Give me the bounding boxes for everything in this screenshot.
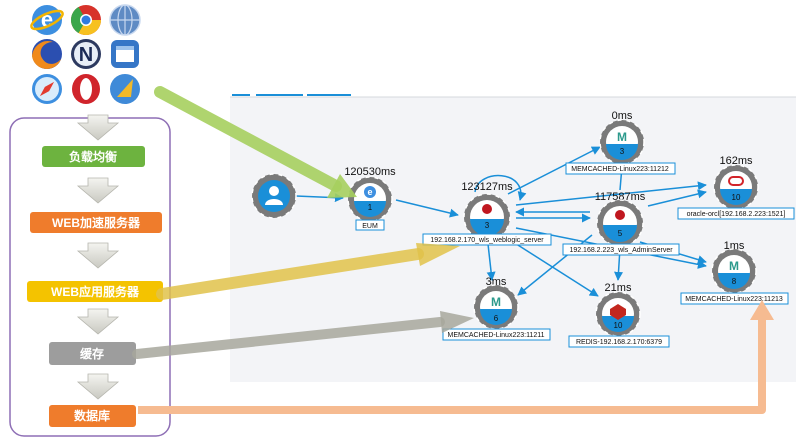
annotation-arrows xyxy=(132,86,774,414)
windows-browser-icon xyxy=(111,40,139,68)
arrow-green xyxy=(154,86,357,198)
ie-mobile-icon xyxy=(110,74,140,104)
node-memcached-right[interactable]: 1ms M 8 MEMCACHED-Linux223:11213 xyxy=(680,240,789,305)
node-count: 3 xyxy=(620,147,625,156)
node-weblogic[interactable]: 123127ms 3 192.168.2.170_wls_weblogic_se… xyxy=(422,181,552,246)
node-count: 8 xyxy=(732,277,737,286)
flow-chevrons xyxy=(76,114,120,400)
node-time: 117587ms xyxy=(595,191,646,203)
tier-web-app-server: WEB应用服务器 xyxy=(27,281,163,302)
oracle-icon xyxy=(728,176,744,186)
chevron-down-icon xyxy=(76,177,120,204)
redis-icon xyxy=(610,304,626,320)
node-label: 192.168.2.223_wls_AdminServer xyxy=(569,247,673,254)
chevron-down-icon xyxy=(76,308,120,335)
node-count: 5 xyxy=(618,229,623,238)
tier-label: 负载均衡 xyxy=(69,149,117,164)
tier-load-balancer: 负载均衡 xyxy=(42,146,145,167)
node-eum[interactable]: 120530ms e 1 EUM xyxy=(344,166,396,231)
edge-weblogic-self xyxy=(474,174,527,201)
memcached-icon: M xyxy=(491,295,501,309)
internet-explorer-icon: e xyxy=(364,186,376,198)
user-node[interactable] xyxy=(251,173,297,219)
weblogic-icon xyxy=(482,204,492,214)
edge-weblogic-mctop xyxy=(507,146,601,195)
chevron-down-icon xyxy=(76,373,120,400)
node-count: 10 xyxy=(732,193,741,202)
edge-weblogic-oracle xyxy=(515,181,707,206)
node-oracle[interactable]: 162ms 10 oracle-orcl[192.168.2.223:1521] xyxy=(677,155,795,220)
node-time: 123127ms xyxy=(461,181,513,193)
node-time: 120530ms xyxy=(344,166,396,178)
node-label: oracle-orcl[192.168.2.223:1521] xyxy=(687,211,786,218)
arrow-peach xyxy=(138,300,774,414)
tier-database: 数据库 xyxy=(49,405,136,427)
tier-label: WEB应用服务器 xyxy=(51,284,140,299)
firefox-icon xyxy=(32,39,62,69)
safari-icon xyxy=(32,74,62,104)
svg-text:N: N xyxy=(79,44,93,66)
node-time: 162ms xyxy=(719,155,753,167)
arrow-gray xyxy=(132,311,474,359)
node-label: MEMCACHED-Linux223:11213 xyxy=(685,296,783,303)
node-label: MEMCACHED-Linux223:11212 xyxy=(571,166,669,173)
node-count: 1 xyxy=(368,203,373,212)
tier-cache: 缓存 xyxy=(49,342,136,365)
node-count: 3 xyxy=(485,221,490,230)
tier-label: 缓存 xyxy=(80,346,104,361)
user-icon xyxy=(269,186,279,196)
globe-icon xyxy=(109,4,141,36)
node-label: REDIS-192.168.2.170:6379 xyxy=(576,339,662,346)
edge-weblogic-mcbottom xyxy=(486,243,496,281)
node-time: 21ms xyxy=(605,282,632,294)
chevron-down-icon xyxy=(76,242,120,269)
netscape-icon: N xyxy=(71,39,101,69)
node-count: 10 xyxy=(614,321,623,330)
arrow-yellow xyxy=(156,243,460,300)
browser-icons: e N xyxy=(30,4,141,104)
memcached-icon: M xyxy=(617,130,627,144)
node-redis[interactable]: 21ms 10 REDIS-192.168.2.170:6379 xyxy=(568,282,670,348)
node-memcached-bottom[interactable]: 3ms M 6 MEMCACHED-Linux223:11211 xyxy=(442,276,551,341)
node-label: EUM xyxy=(362,223,378,230)
weblogic-icon xyxy=(615,210,625,220)
node-label: 192.168.2.170_wls_weblogic_server xyxy=(430,237,544,244)
tier-web-accelerator: WEB加速服务器 xyxy=(30,212,162,233)
chrome-icon xyxy=(70,5,101,36)
internet-explorer-icon: e xyxy=(30,5,64,35)
tier-label: 数据库 xyxy=(74,408,110,423)
node-memcached-top[interactable]: 0ms M 3 MEMCACHED-Linux223:11212 xyxy=(565,110,676,175)
node-time: 0ms xyxy=(612,110,633,122)
node-count: 6 xyxy=(494,314,499,323)
tier-label: WEB加速服务器 xyxy=(52,215,141,230)
edge-admin-oracle xyxy=(647,189,707,207)
node-admin-server[interactable]: 117587ms 5 192.168.2.223_wls_AdminServer xyxy=(562,191,680,256)
memcached-icon: M xyxy=(729,259,739,273)
edge-weblogic-redis xyxy=(509,239,599,297)
edge-eum-weblogic xyxy=(395,199,459,218)
opera-icon xyxy=(72,74,100,104)
node-label: MEMCACHED-Linux223:11211 xyxy=(447,332,544,339)
chevron-down-icon xyxy=(76,114,120,141)
svg-text:e: e xyxy=(367,187,372,197)
